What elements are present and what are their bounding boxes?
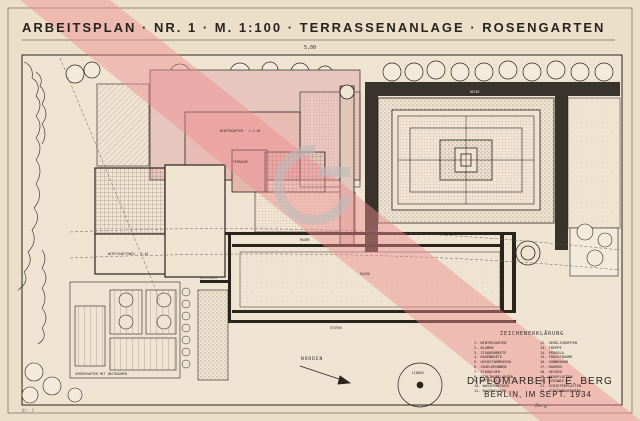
label-sitzplatz: SITZPLATZ — [200, 276, 218, 280]
legend-item: 4. ROSENBEETE — [474, 355, 503, 360]
legend-item: 20. KIESWEG — [540, 379, 564, 384]
legend-item: 22. STUFENMAUERWERK — [540, 388, 582, 393]
linden-tree — [397, 362, 443, 408]
legend-item: 14. PERGOLA — [540, 350, 564, 355]
vegetable-garden — [69, 281, 229, 381]
signature-date: BERLIN, IM SEPT. 1934 — [484, 390, 592, 399]
label-hecke: HECKE — [470, 90, 480, 94]
scale-bar-label: 5,00 — [304, 45, 317, 51]
label-linden: LINDEN — [412, 371, 424, 375]
legend-item: 5. HOCHSTAMMROSEN — [474, 360, 511, 365]
sheet-border — [7, 7, 633, 414]
legend-item: 18. HECKEN — [540, 369, 562, 374]
house — [94, 83, 226, 278]
legend-item: 8. SCHLINGPFLANZEN — [474, 374, 513, 379]
corner-note: Nr. 1 — [22, 408, 35, 413]
walls — [200, 232, 516, 323]
legend-item: 7. STRÄUCHER — [474, 369, 500, 374]
legend-item: 21. SCHIEFERPLATTEN — [540, 384, 582, 389]
bottom-left-trees — [21, 362, 83, 404]
label-mauer: MAUER — [300, 238, 310, 242]
shrub-column — [181, 287, 191, 369]
label-terrasse: TERRASSE — [233, 160, 249, 164]
legend-item: 9. SITZPLATZ — [474, 379, 500, 384]
lawn-band-texture — [240, 252, 500, 307]
signature-title: DIPLOMARBEIT · E. BERG — [467, 376, 613, 387]
east-lawn — [567, 97, 621, 229]
north-label: NORDEN — [301, 357, 324, 362]
legend-item: 3. STAUDENBEETE — [474, 350, 507, 355]
right-edge-trees — [576, 223, 613, 267]
label-stufen: STUFEN — [330, 326, 342, 330]
left-tree-belt — [17, 61, 47, 345]
rose-garden — [377, 97, 555, 224]
legend-item: 19. WEGEPLATTEN — [540, 374, 573, 379]
hedge-band-left — [365, 82, 378, 252]
legend-left-column: 1. WINTERGARTEN 2. BLUMEN 3. STAUDENBEET… — [474, 341, 513, 394]
legend-item: 1. WINTERGARTEN — [474, 341, 507, 345]
watermark-icon — [273, 144, 352, 225]
circular-bed — [515, 240, 541, 266]
legend-item: 15. FRUCHTBÄUME — [540, 355, 573, 360]
legend-item: 16. SONNENUHR — [540, 360, 569, 365]
hedge-band-right — [555, 96, 568, 250]
legend-item: 10. WASSERBECKEN — [474, 384, 509, 389]
plan-title: ARBEITSPLAN · NR. 1 · M. 1:100 · TERRASS… — [22, 20, 606, 35]
legend-item: 17. MAUERN — [540, 364, 562, 369]
legend-title: ZEICHENERKLÄRUNG — [500, 331, 565, 337]
legend-item: 12. GEHÖLZGRUPPEN — [540, 341, 577, 345]
survey-lines — [59, 57, 621, 301]
label-wirtschaft: WIRTSCHAFTSWEG · 2,40 — [108, 252, 149, 256]
legend-right-column: 12. GEHÖLZGRUPPEN 13. TREPPE 14. PERGOLA… — [540, 341, 581, 394]
north-arrow-icon — [299, 365, 352, 385]
label-gemuese: GEMÜSEGARTEN MIT OBSTBÄUMEN — [75, 372, 127, 376]
legend-item: 11. RASENFLÄCHE — [474, 388, 507, 393]
legend-item: 13. TREPPE — [540, 345, 562, 350]
legend-item: 2. BLUMEN — [474, 345, 494, 350]
hedge-band-top — [365, 82, 620, 96]
label-wintergarten: WINTERGARTEN · 1:2,40 — [220, 129, 261, 133]
label-rasen: RASEN — [360, 272, 370, 276]
handwritten-signature: Berg — [535, 403, 548, 409]
legend-item: 6. VOGELBRUNNEN — [474, 364, 507, 369]
